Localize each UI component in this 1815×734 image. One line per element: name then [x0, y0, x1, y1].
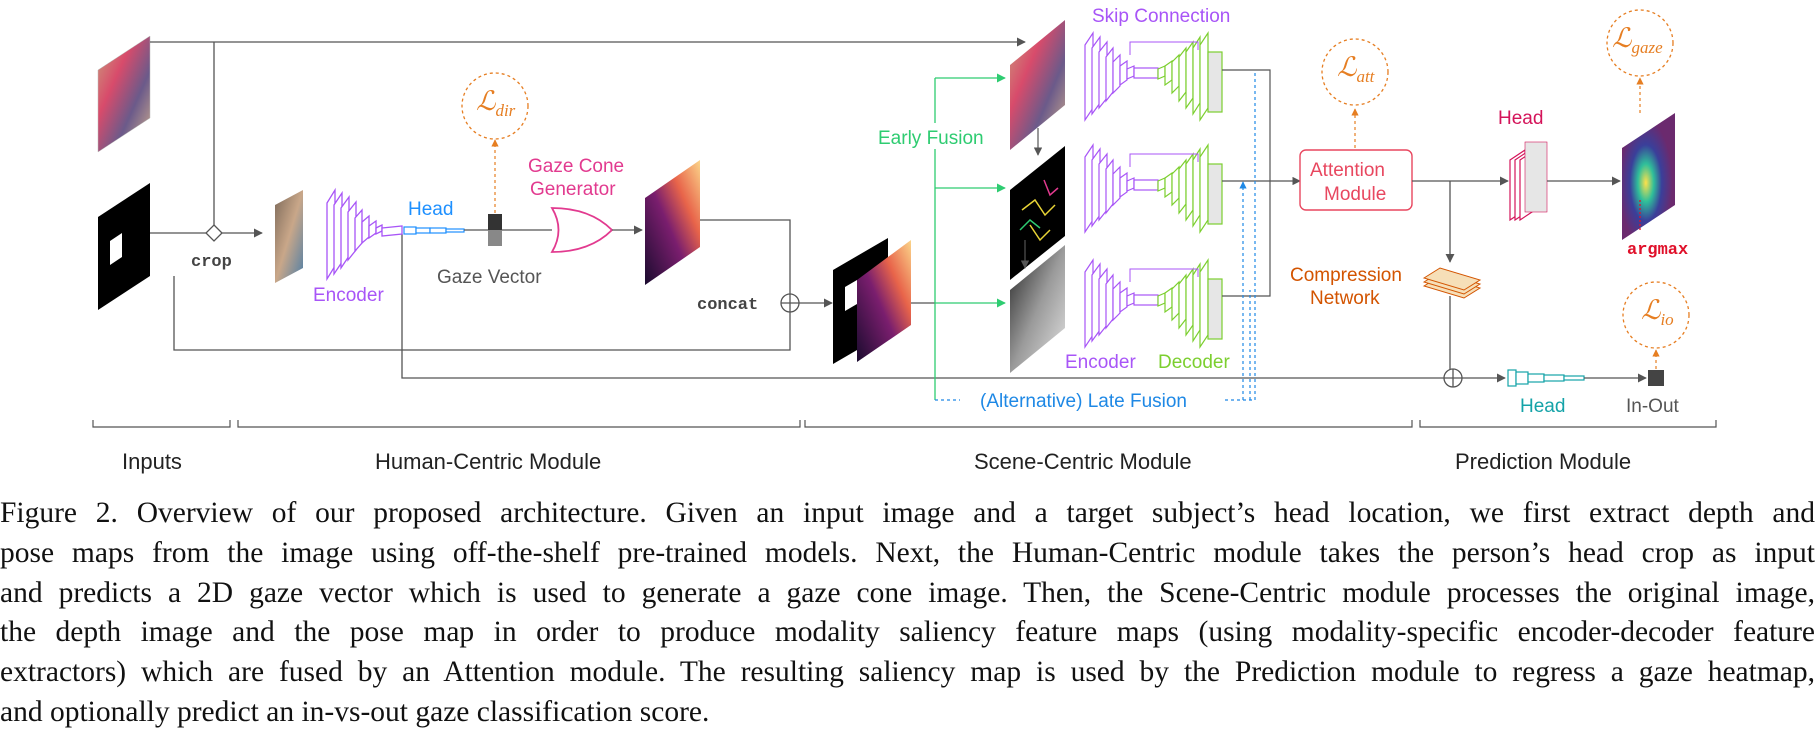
caption-line: the depth image and the pose map in orde… [0, 616, 1815, 649]
compression-network-icon [1422, 267, 1482, 299]
module-label-inputs: Inputs [122, 449, 182, 474]
attention-module-label-2: Module [1324, 184, 1386, 205]
loss-dir-circle [461, 72, 529, 140]
gaze-cone-image [645, 160, 700, 285]
in-out-head-label: Head [1520, 396, 1565, 417]
scene-pose-map-image [1010, 146, 1065, 280]
concat-circle-icon [780, 293, 800, 313]
figure-caption: Figure 2. Overview of our proposed archi… [0, 494, 1815, 733]
scene-encoder-label: Encoder [1065, 352, 1136, 373]
crop-label: crop [191, 253, 232, 272]
concat-label: concat [697, 296, 758, 315]
caption-line: and optionally predict an in-vs-out gaze… [0, 695, 710, 728]
loss-gaze-circle [1606, 9, 1674, 77]
late-fusion-label: (Alternative) Late Fusion [980, 391, 1187, 412]
loss-io-circle [1622, 281, 1690, 349]
prediction-head-label: Head [1498, 108, 1543, 129]
loss-io-label: ℒio [1641, 295, 1674, 329]
input-head-position-mask [98, 183, 150, 310]
module-brackets [92, 420, 1717, 428]
late-fusion-lines [935, 70, 1256, 401]
early-fusion-label: Early Fusion [878, 128, 984, 149]
prediction-head-icon [1509, 141, 1548, 222]
skip-connection-label: Skip Connection [1092, 6, 1230, 27]
scene-encoder-decoder-row-2 [1084, 143, 1223, 234]
scene-encoder-decoder-row-3 [1084, 258, 1223, 349]
module-label-human-centric: Human-Centric Module [375, 449, 601, 474]
crop-diamond-icon [205, 224, 223, 242]
module-label-scene-centric: Scene-Centric Module [974, 449, 1192, 474]
loss-att-circle [1321, 38, 1389, 106]
scene-outputs-connectors [1222, 69, 1301, 297]
gaze-cone-generator-icon [550, 207, 614, 253]
gaze-cone-generator-label-2: Generator [530, 179, 616, 200]
architecture-diagram: crop Encoder Head Gaze Vector ℒdir Gaze … [92, 6, 1717, 474]
gaze-cone-generator-label-1: Gaze Cone [528, 156, 624, 177]
compression-network-label-2: Network [1310, 288, 1380, 309]
gaze-vector-label: Gaze Vector [437, 267, 542, 288]
attention-module-box [1299, 149, 1413, 211]
concatenated-input-stack [833, 238, 911, 364]
in-out-head-icon [1507, 369, 1585, 387]
scene-decoder-label: Decoder [1158, 352, 1230, 373]
human-centric-encoder-icon [326, 187, 403, 282]
loss-att-label: ℒatt [1337, 52, 1376, 86]
caption-line: pose maps from the image using off-the-s… [0, 536, 1815, 569]
caption-line: Figure 2. Overview of our proposed archi… [0, 497, 1815, 529]
human-centric-encoder-label: Encoder [313, 285, 384, 306]
scene-depth-image [1010, 245, 1065, 373]
sum-circle-icon [1443, 368, 1463, 388]
compression-network-label-1: Compression [1290, 265, 1402, 286]
attention-module-label-1: Attention [1310, 160, 1385, 181]
head-crop-image [275, 190, 303, 283]
in-out-label: In-Out [1626, 396, 1680, 417]
loss-gaze-label: ℒgaze [1612, 23, 1663, 57]
scene-rgb-image [1010, 20, 1065, 150]
caption-line: extractors) which are fused by an Attent… [0, 656, 1815, 689]
human-centric-head-label: Head [408, 199, 453, 220]
input-scene-image [97, 35, 151, 153]
gaze-heatmap-image [1622, 113, 1675, 240]
human-centric-head-icon [403, 226, 465, 235]
argmax-label-text: argmax [1627, 241, 1688, 260]
module-label-prediction: Prediction Module [1455, 449, 1631, 474]
caption-line: and predicts a 2D gaze vector which is u… [0, 576, 1815, 609]
input-connector-lines [150, 37, 1506, 383]
loss-dir-label: ℒdir [476, 86, 516, 120]
in-out-output-box [1648, 370, 1664, 386]
scene-encoder-decoder-row-1 [1084, 31, 1223, 122]
